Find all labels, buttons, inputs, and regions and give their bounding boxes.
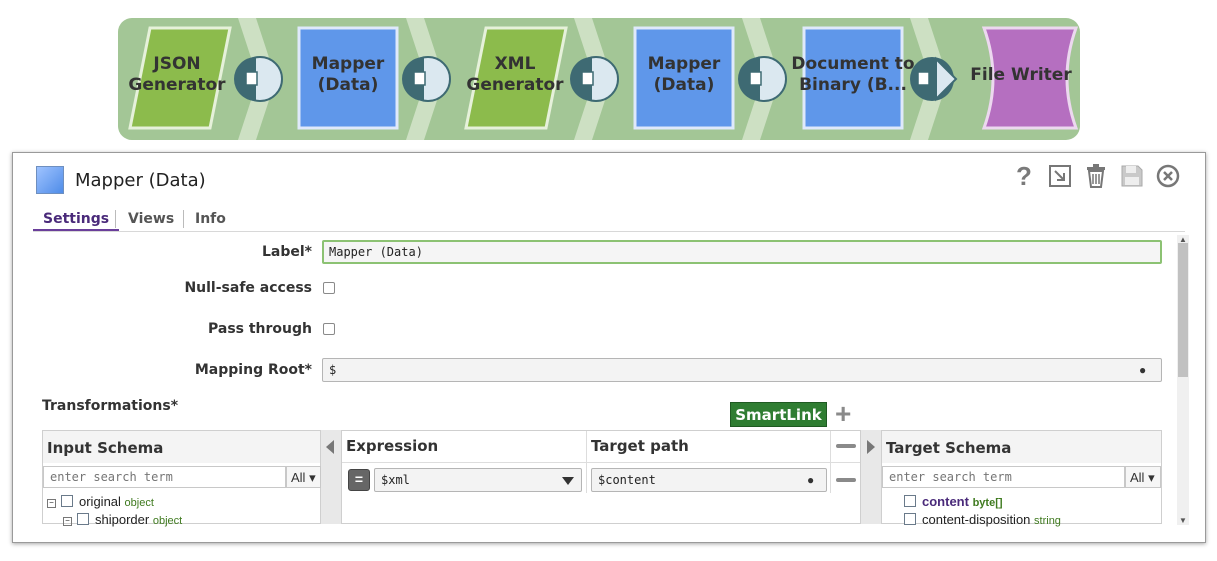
snap-document-to-binary: [802, 26, 904, 130]
target-schema-search[interactable]: [882, 466, 1125, 488]
add-mapping-button[interactable]: +: [835, 398, 852, 429]
remove-row-button[interactable]: [836, 478, 856, 482]
tree-item[interactable]: content byte[]: [904, 494, 1003, 509]
expression-dropdown-icon[interactable]: [562, 477, 574, 485]
tree-item[interactable]: −original object: [47, 494, 154, 509]
snap-xml-generator: [464, 26, 568, 130]
panel-toolbar: ?: [1011, 160, 1181, 191]
collapse-icon[interactable]: −: [47, 499, 56, 508]
tree-checkbox[interactable]: [904, 513, 916, 525]
mapping-table-header: [342, 431, 860, 463]
column-divider: [586, 431, 587, 493]
tree-checkbox[interactable]: [77, 513, 89, 525]
tree-checkbox[interactable]: [61, 495, 73, 507]
snap-json-generator: [128, 26, 232, 130]
panel-scrollbar[interactable]: ▲ ▼: [1177, 235, 1189, 525]
collapse-left-icon[interactable]: [326, 440, 334, 454]
tree-item[interactable]: content-disposition string: [904, 512, 1061, 527]
snap-label-mapper-1[interactable]: Mapper(Data): [311, 54, 385, 95]
transformations-label: Transformations*: [42, 398, 179, 414]
target-bubble-icon[interactable]: ●: [807, 473, 815, 487]
tree-checkbox[interactable]: [904, 495, 916, 507]
scroll-thumb[interactable]: [1178, 243, 1188, 377]
mappingroot-label: Mapping Root*: [194, 362, 312, 378]
input-schema-header: Input Schema: [43, 431, 320, 463]
snap-mapper-2: [633, 26, 735, 130]
snap-mapper-1: [297, 26, 399, 130]
panel-title: Mapper (Data): [75, 170, 206, 191]
help-icon[interactable]: ?: [1016, 160, 1032, 191]
nullsafe-checkbox[interactable]: [323, 282, 335, 294]
tab-views[interactable]: Views: [128, 211, 175, 227]
column-divider: [830, 431, 831, 493]
snap-label-mapper-2[interactable]: Mapper(Data): [647, 54, 721, 95]
label-input[interactable]: [322, 240, 1162, 264]
target-schema-splitter[interactable]: [861, 430, 881, 524]
scroll-down-icon[interactable]: ▼: [1179, 516, 1187, 525]
target-schema-filter[interactable]: All ▾: [1125, 466, 1161, 488]
tab-separator: [183, 210, 184, 228]
snap-label-file-writer[interactable]: File Writer: [970, 65, 1072, 85]
mapping-table: Expression Target path = ●: [341, 430, 861, 524]
pipeline-connectors: [234, 56, 958, 102]
mappingroot-input[interactable]: [322, 358, 1162, 382]
tab-separator: [115, 210, 116, 228]
scroll-up-icon[interactable]: ▲: [1179, 235, 1187, 244]
trash-icon[interactable]: [1083, 163, 1109, 189]
input-schema-search[interactable]: [43, 466, 286, 488]
target-schema-header: Target Schema: [882, 431, 1161, 463]
expression-header: Expression: [346, 437, 439, 455]
expression-bubble-icon[interactable]: ●: [1139, 363, 1147, 377]
target-path-input[interactable]: [591, 468, 827, 492]
input-schema-splitter[interactable]: [321, 430, 341, 524]
collapse-right-icon[interactable]: [867, 440, 875, 454]
close-icon[interactable]: [1155, 163, 1181, 189]
remove-all-button[interactable]: [836, 444, 856, 448]
nullsafe-label: Null-safe access: [184, 280, 312, 296]
collapse-icon[interactable]: −: [63, 517, 72, 526]
snap-settings-panel: Mapper (Data) ? Settings Views Info Labe…: [12, 152, 1206, 543]
expression-input[interactable]: [374, 468, 582, 492]
mapper-snap-icon: [36, 166, 64, 194]
input-schema-filter[interactable]: All ▾: [286, 466, 321, 488]
snap-file-writer: [981, 26, 1079, 130]
label-field-label: Label*: [261, 244, 312, 260]
tab-info[interactable]: Info: [195, 211, 226, 227]
passthrough-label: Pass through: [207, 321, 312, 337]
target-path-header: Target path: [591, 437, 689, 455]
panel-tabs: Settings Views Info: [33, 209, 1185, 232]
save-icon[interactable]: [1119, 163, 1145, 189]
target-schema-pane: Target Schema All ▾ content byte[] conte…: [881, 430, 1162, 527]
input-schema-pane: Input Schema All ▾ −original object −shi…: [42, 430, 321, 527]
passthrough-checkbox[interactable]: [323, 323, 335, 335]
smartlink-button[interactable]: SmartLink: [730, 402, 827, 427]
pipeline-graphics: [128, 18, 1079, 140]
expression-toggle-button[interactable]: =: [348, 469, 370, 491]
export-icon[interactable]: [1047, 163, 1073, 189]
tab-settings[interactable]: Settings: [33, 209, 120, 231]
tree-item[interactable]: −shiporder object: [63, 512, 182, 527]
